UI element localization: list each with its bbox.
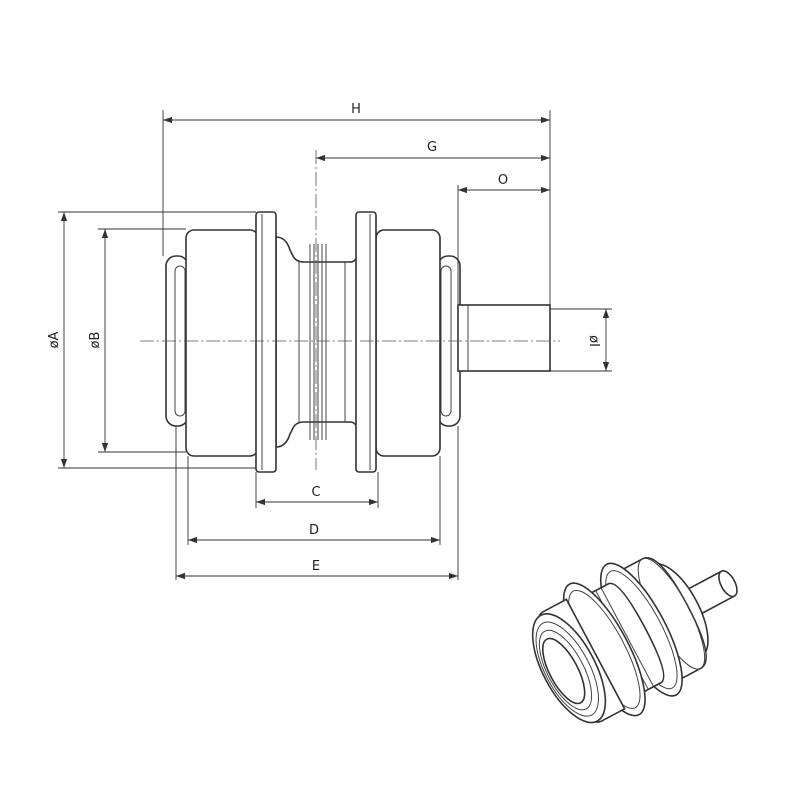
left-flange — [255, 211, 277, 473]
label-b: øB — [88, 332, 103, 349]
roller-tread — [275, 236, 363, 448]
label-e: E — [312, 559, 320, 574]
iso-end-cap — [541, 637, 586, 705]
dimension-lines — [60, 116, 610, 580]
roller-isometric-view — [531, 557, 738, 724]
right-body — [375, 229, 441, 457]
roller-side-view — [140, 150, 560, 473]
label-a: øA — [47, 331, 62, 348]
extension-lines — [58, 110, 612, 580]
dimension-labels: H G O C D E øA øB øI — [47, 102, 601, 574]
label-g: G — [427, 140, 437, 155]
right-flange — [355, 211, 377, 473]
left-body — [185, 229, 259, 457]
label-o: O — [498, 173, 508, 188]
label-i: øI — [586, 335, 601, 347]
label-c: C — [311, 485, 320, 500]
label-h: H — [351, 102, 361, 117]
label-d: D — [309, 523, 319, 538]
shaft — [457, 304, 551, 372]
